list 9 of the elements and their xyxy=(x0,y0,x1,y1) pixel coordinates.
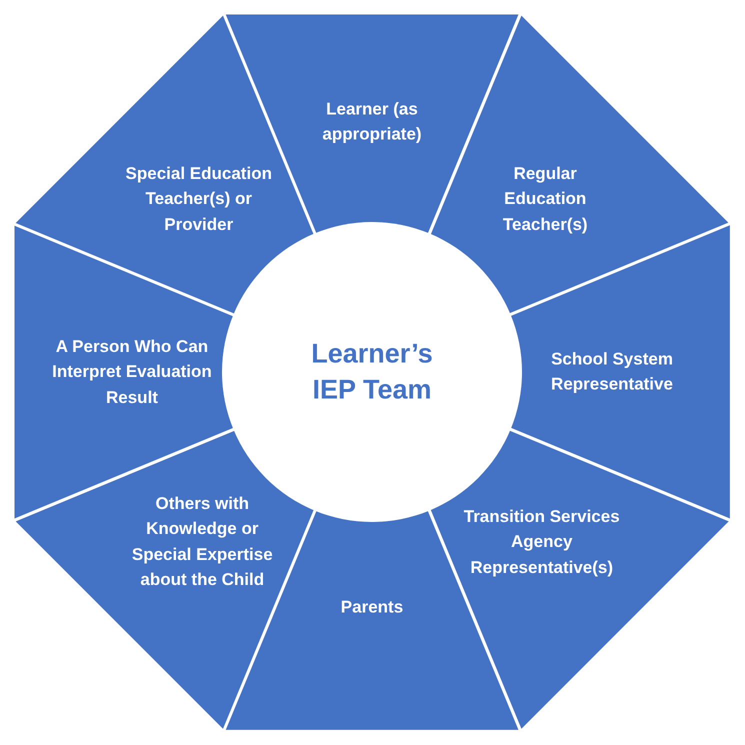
role-label: Special Education Teacher(s) or Provider xyxy=(124,162,273,236)
role-label: Learner (as appropriate) xyxy=(321,98,423,146)
role-label: Parents xyxy=(340,596,404,618)
role-label: School System Representative xyxy=(550,348,674,396)
role-label: Regular Education Teacher(s) xyxy=(502,162,589,236)
role-label: Others with Knowledge or Special Expertise about the Child xyxy=(130,492,274,592)
role-label: Transition Services Agency Representative(s) xyxy=(462,505,621,578)
role-label: A Person Who Can Interpret Evaluation Result xyxy=(52,336,212,409)
team-title: Learner’s IEP Team xyxy=(310,338,434,407)
